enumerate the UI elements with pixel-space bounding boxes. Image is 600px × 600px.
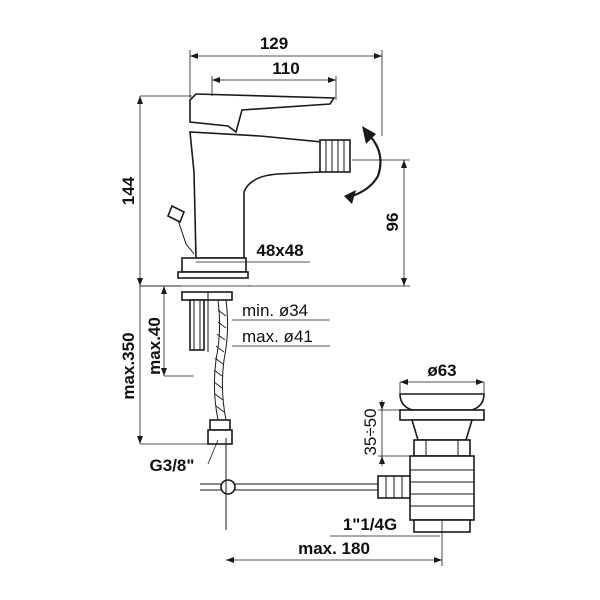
label-spout-reach: 110 (272, 59, 299, 78)
waste-assembly (377, 393, 485, 533)
label-max-hose: max.350 (119, 332, 138, 399)
label-waste-range: 35÷50 (361, 408, 380, 455)
pop-up-rod-handle (166, 204, 195, 255)
label-waste-diameter: ø63 (427, 361, 456, 380)
mounting-assembly (181, 291, 233, 352)
label-max-rod: max. 180 (298, 539, 370, 558)
label-spout-height: 96 (383, 213, 402, 232)
label-hole-max: max. ø41 (242, 327, 313, 346)
label-waste-thread: 1"1/4G (343, 515, 397, 534)
flexible-hose (207, 299, 233, 445)
aerator-nozzle (319, 139, 351, 173)
label-max-deck: max.40 (145, 317, 164, 375)
rotation-arrow-icon (344, 126, 382, 204)
mixer-body (177, 93, 336, 279)
label-base-size: 48x48 (256, 241, 303, 260)
label-total-width: 129 (260, 34, 288, 53)
label-thread: G3/8" (150, 456, 195, 475)
pop-up-rod (200, 438, 380, 530)
dimension-lines (137, 50, 485, 566)
label-height-total: 144 (119, 176, 138, 205)
label-hole-min: min. ø34 (242, 301, 308, 320)
